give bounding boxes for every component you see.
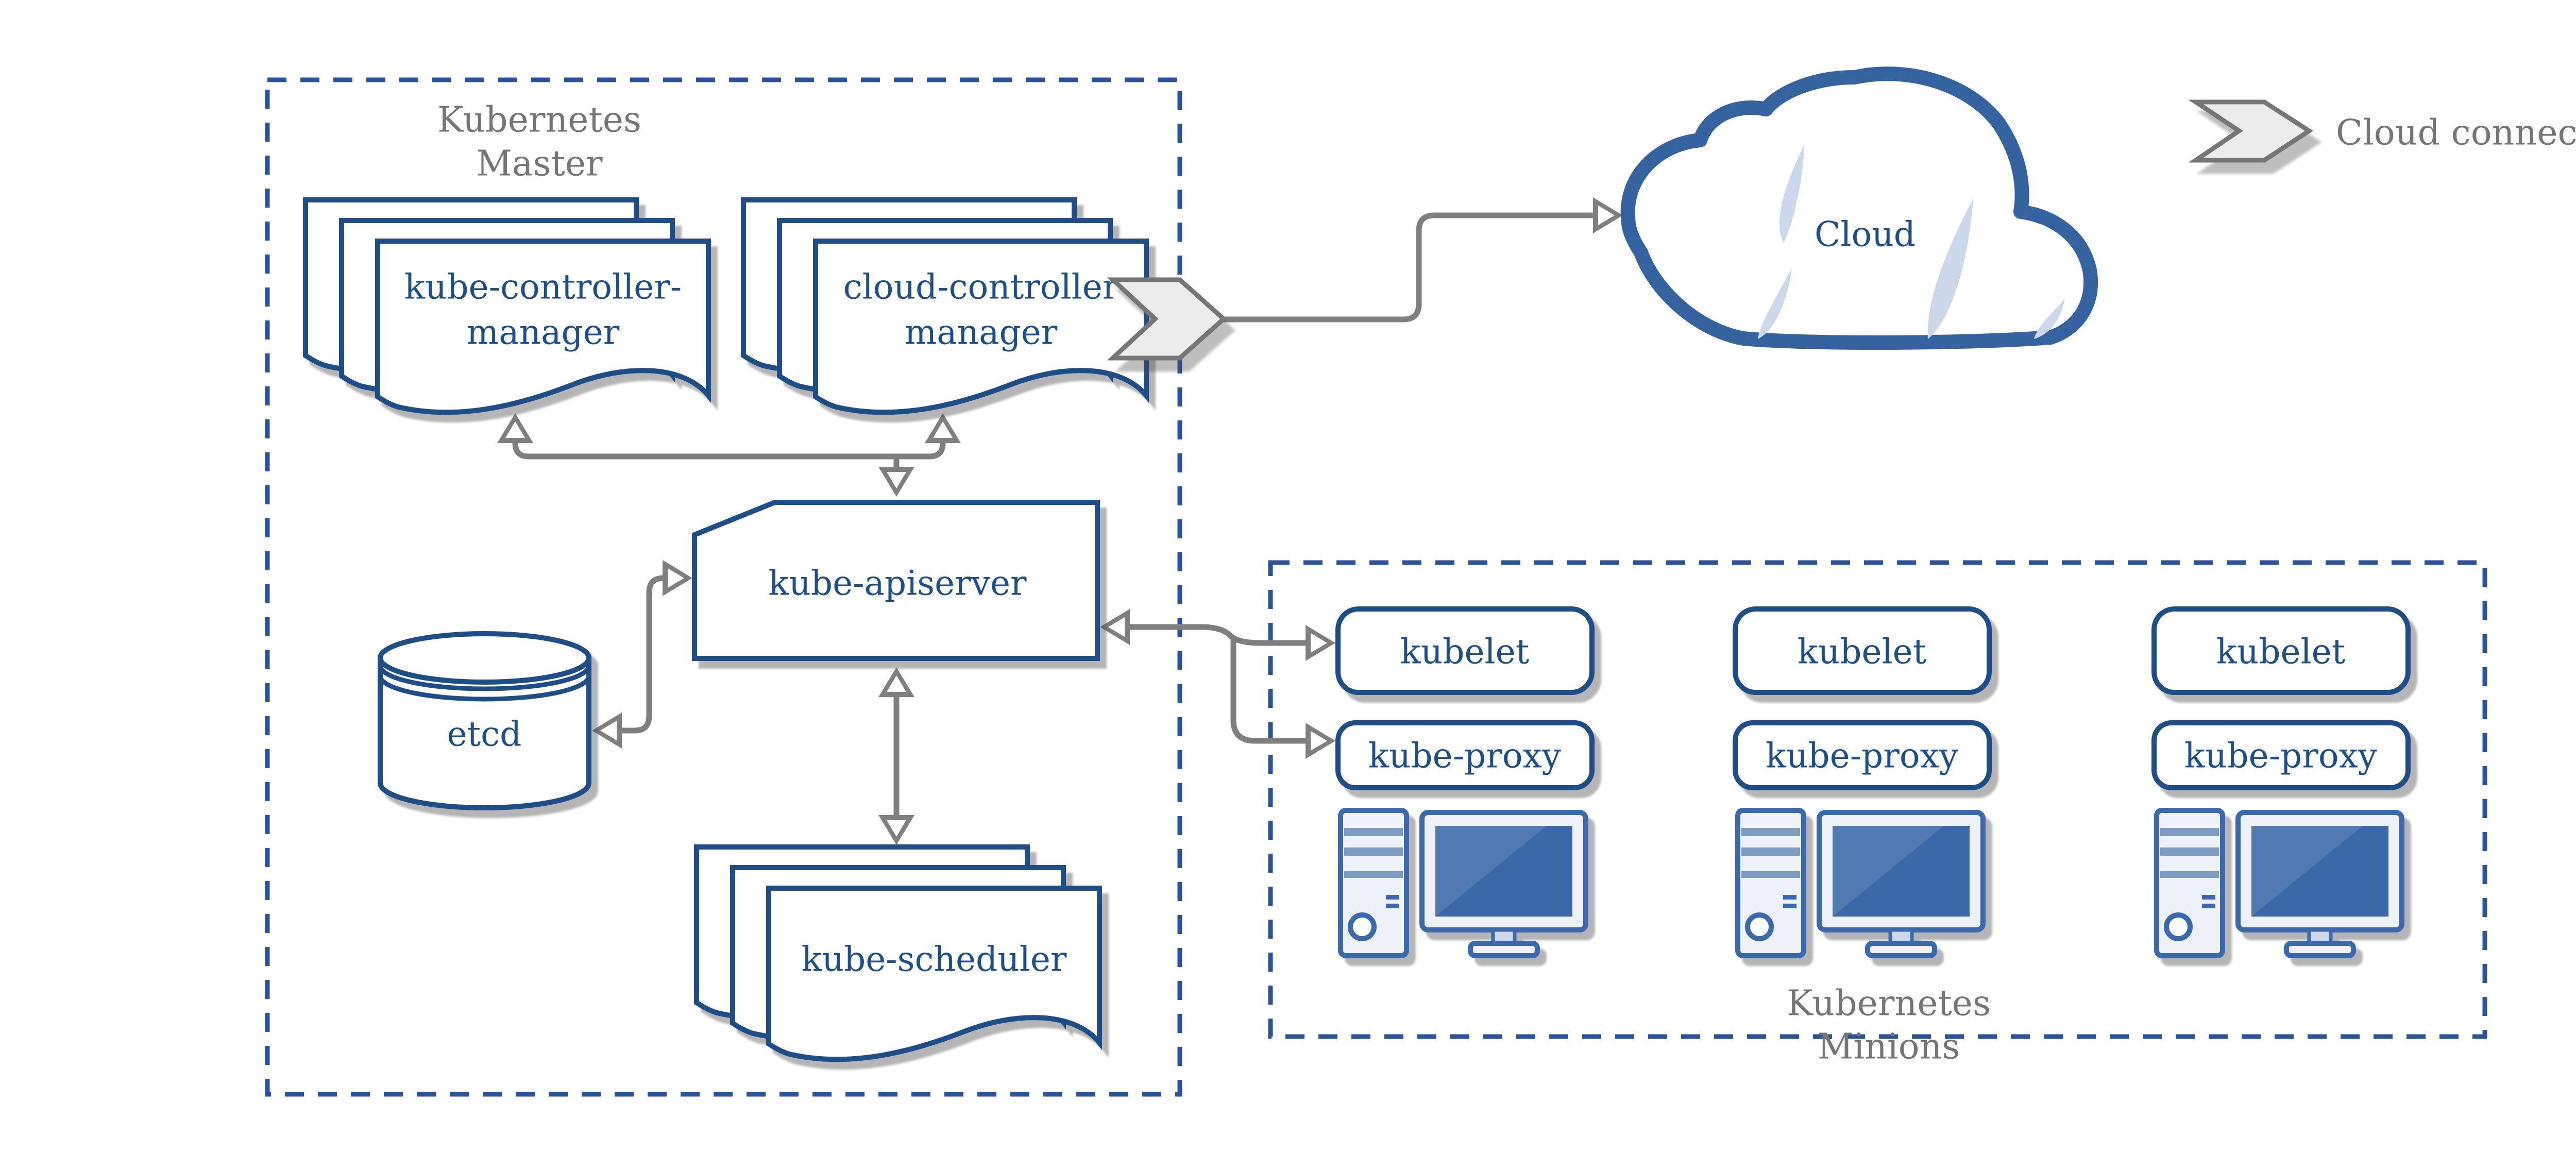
kube-proxy-label: kube-proxy [1766,736,1959,776]
kube-proxy-label: kube-proxy [2184,736,2378,776]
computer-icon [1735,808,1986,958]
cloud-controller-manager-label-line1: cloud-controller [843,267,1119,307]
minions-label-line2: Minions [1818,1027,1960,1067]
etcd-label: etcd [447,715,522,754]
arrowhead-into-etcd [592,713,622,749]
kubelet-label: kubelet [1798,632,1927,672]
kube-controller-manager-label-line1: kube-controller- [404,267,682,307]
etcd-cylinder-top [378,631,591,685]
connector-cloud-controller-cloud [1220,197,1623,323]
kubernetes-minions-box [1268,560,2487,1039]
kube-proxy-label: kube-proxy [1368,736,1562,776]
kube-controller-manager-label-line2: manager [467,313,620,352]
kube-apiserver-node: kube-apiserver [692,500,1100,661]
cloud-accent [1927,198,1973,339]
computer-icon [2154,808,2404,958]
kube-scheduler-stack: kube-scheduler [697,847,1099,1059]
connector-apiserver-scheduler [878,667,914,845]
minions-label-line1: Kubernetes [1787,984,1991,1024]
kubernetes-master-box [265,77,1182,1097]
master-label-line1: Kubernetes [437,100,641,141]
arrowhead-into-apiserver-bottom [878,667,914,697]
kube-scheduler-label: kube-scheduler [802,940,1067,979]
cloud-controller-manager-label-line2: manager [905,313,1058,352]
kubelet-box [1733,606,1992,695]
computer-icon [1338,808,1588,958]
kube-apiserver-shape [692,500,1100,661]
minion-node-3: kubelet kube-proxy [2151,606,2411,958]
arrowhead-into-cloud-controller-manager [925,413,961,443]
cloud-connector-icon [1107,277,1227,361]
kube-apiserver-label: kube-apiserver [768,564,1027,603]
master-label-line2: Master [476,144,603,184]
kubelet-label: kubelet [2216,632,2346,672]
etcd-disk-line [378,675,591,702]
arrowhead-into-apiserver-left [663,560,692,596]
cloud-shape [1620,66,2098,350]
kubelet-box [2151,606,2411,695]
cloud-accent [1758,268,1792,339]
minion-node-1: kubelet kube-proxy [1335,606,1595,958]
arrowhead-into-kubelet [1306,625,1335,661]
cloud-node: Cloud [1620,66,2098,350]
connector-etcd-apiserver [592,560,692,749]
etcd-node: etcd [378,631,591,810]
legend: Cloud connector [2188,99,2576,163]
kube-proxy-box [2151,720,2411,790]
minion-node-2: kubelet kube-proxy [1733,606,1992,958]
arrowhead-into-apiserver-right [1100,609,1130,645]
kubelet-box [1335,606,1595,695]
kube-proxy-box [1733,720,1992,790]
kube-controller-manager-stack: kube-controller- manager [306,200,708,412]
cloud-controller-manager-stack: cloud-controller manager [743,200,1146,412]
etcd-disk-line [378,665,591,691]
cloud-label: Cloud [1815,215,1916,255]
cloud-connector-legend-label: Cloud connector [2336,113,2576,154]
cloud-accent [2034,299,2065,339]
kubelet-label: kubelet [1400,632,1530,672]
connector-apiserver-minions [1100,609,1335,759]
arrowhead-into-kube-proxy [1306,723,1335,759]
arrowhead-into-kube-controller-manager [497,413,533,443]
arrowhead-into-cloud [1593,197,1623,233]
connector-controllers-apiserver [497,413,961,497]
cloud-accent [1779,144,1804,243]
arrowhead-into-apiserver-top [878,467,914,497]
arrowhead-into-kube-scheduler [878,815,914,845]
kube-proxy-box [1335,720,1595,790]
cloud-connector-legend-icon [2188,99,2314,163]
